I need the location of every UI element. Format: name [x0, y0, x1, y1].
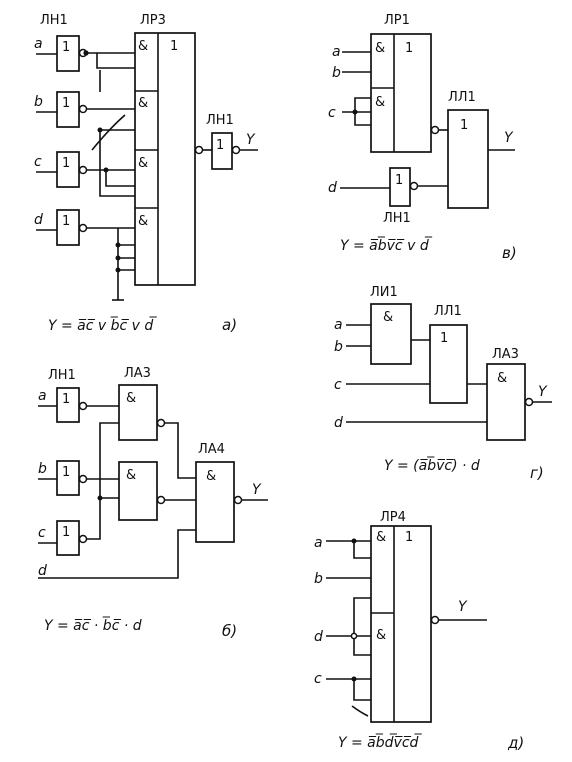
v-or-symbol: 1	[460, 118, 468, 133]
b-tag: б)	[222, 622, 237, 640]
g-input-b: b	[334, 339, 343, 355]
a-inv4-bubble	[78, 223, 88, 233]
a-and2-symbol: &	[138, 96, 148, 111]
a-output: Y	[246, 132, 256, 148]
g-or-symbol: 1	[440, 331, 448, 346]
a-inv2-bubble	[78, 104, 88, 114]
v-input-a: a	[332, 44, 341, 60]
a-formula: Y = a̅c̅ v b̅c̅ v d̅	[48, 316, 158, 334]
a-or-symbol: 1	[170, 39, 178, 54]
g-and-symbol: &	[383, 310, 393, 325]
v-input-c: c	[328, 105, 336, 121]
a-main-block	[134, 32, 196, 286]
label-b-out: ЛА4	[198, 442, 225, 457]
d-input-c: c	[314, 671, 322, 687]
g-output: Y	[538, 384, 548, 400]
label-g-nand: ЛА3	[492, 347, 519, 362]
v-inv-symbol: 1	[395, 173, 403, 188]
b-inv2-symbol: 1	[62, 465, 70, 480]
d-input-a: a	[314, 535, 323, 551]
a-input-c: c	[34, 154, 42, 170]
a-and4-symbol: &	[138, 214, 148, 229]
label-a-main: ЛР3	[140, 13, 166, 28]
b-nand-out	[195, 461, 235, 543]
a-inv4-symbol: 1	[62, 214, 70, 229]
b-input-a: a	[38, 388, 47, 404]
v-input-b: b	[332, 65, 341, 81]
v-input-d: d	[328, 180, 337, 196]
v-formula: Y = a̅b̅v̅c̅ v d̅	[340, 236, 433, 254]
a-inv3-bubble	[78, 165, 88, 175]
g-input-a: a	[334, 317, 343, 333]
d-formula: Y = a̅b̅d̅v̅c̅d̅	[338, 733, 423, 751]
v-and2-symbol: &	[375, 95, 385, 110]
d-or-symbol: 1	[405, 530, 413, 545]
a-input-d: d	[34, 212, 43, 228]
v-main-block	[370, 33, 432, 153]
d-tag: д)	[507, 734, 524, 752]
circuit-g: ЛИ1 ЛЛ1 ЛА3 & 1 & a b c d Y Y = (a̅b̅v̅c…	[334, 285, 552, 482]
b-nand2-symbol: &	[126, 468, 136, 483]
a-input-b: b	[34, 94, 43, 110]
g-tag: г)	[530, 464, 544, 482]
a-and3-symbol: &	[138, 156, 148, 171]
d-output: Y	[458, 599, 468, 615]
a-inv3-symbol: 1	[62, 156, 70, 171]
circuit-a: ЛН1 ЛР3 1 1 1 1 a b c d & & & & 1	[34, 13, 258, 334]
b-inv1-symbol: 1	[62, 392, 70, 407]
label-v-or: ЛЛ1	[448, 90, 476, 105]
a-and1-symbol: &	[138, 39, 148, 54]
label-b-nand: ЛА3	[124, 366, 151, 381]
b-output: Y	[252, 482, 262, 498]
v-tag: в)	[502, 244, 517, 262]
label-a-inverter: ЛН1	[40, 13, 68, 28]
b-nand-2	[118, 461, 158, 521]
d-input-d: d	[314, 629, 323, 645]
v-output: Y	[504, 130, 514, 146]
label-v-inverter: ЛН1	[383, 211, 411, 226]
g-formula: Y = (a̅b̅v̅c̅) · d	[384, 456, 480, 474]
v-and1-symbol: &	[375, 41, 385, 56]
b-inv3-symbol: 1	[62, 525, 70, 540]
g-input-c: c	[334, 377, 342, 393]
d-main-block	[370, 525, 432, 723]
b-input-d: d	[38, 563, 47, 579]
label-g-or: ЛЛ1	[434, 304, 462, 319]
g-or-gate	[429, 324, 468, 404]
b-nand-1	[118, 384, 158, 441]
d-and2-symbol: &	[376, 628, 386, 643]
b-nand-out-symbol: &	[206, 469, 216, 484]
a-inv2-symbol: 1	[62, 96, 70, 111]
d-input-b: b	[314, 571, 323, 587]
label-b-inverter: ЛН1	[48, 368, 76, 383]
label-d-main: ЛР4	[380, 510, 406, 525]
b-nand1-symbol: &	[126, 391, 136, 406]
label-a-out-inverter: ЛН1	[206, 113, 234, 128]
circuit-v: ЛР1 & & 1 a b c d ЛЛ1 1 Y 1 ЛН1 Y = a̅b̅…	[328, 13, 517, 262]
b-formula: Y = a̅c̅ · b̅c̅ · d	[44, 616, 142, 634]
a-inv1-symbol: 1	[62, 40, 70, 55]
a-input-a: a	[34, 36, 43, 52]
v-or-gate	[447, 109, 489, 209]
b-input-c: c	[38, 525, 46, 541]
label-g-and: ЛИ1	[370, 285, 398, 300]
a-tag: а)	[222, 316, 237, 334]
g-nand-symbol: &	[497, 371, 507, 386]
a-out-inv-symbol: 1	[216, 138, 224, 153]
label-v-main: ЛР1	[384, 13, 410, 28]
d-and1-symbol: &	[376, 530, 386, 545]
circuit-d: ЛР4 & & 1 a b d c Y Y = a̅b̅d̅v̅c̅d̅ д)	[314, 510, 524, 752]
b-input-b: b	[38, 461, 47, 477]
v-or-block-symbol: 1	[405, 41, 413, 56]
g-and-gate	[370, 303, 412, 365]
circuit-b: ЛН1 ЛА3 ЛА4 1 1 1 a b c d & & & Y Y =	[38, 366, 268, 640]
g-input-d: d	[334, 415, 343, 431]
